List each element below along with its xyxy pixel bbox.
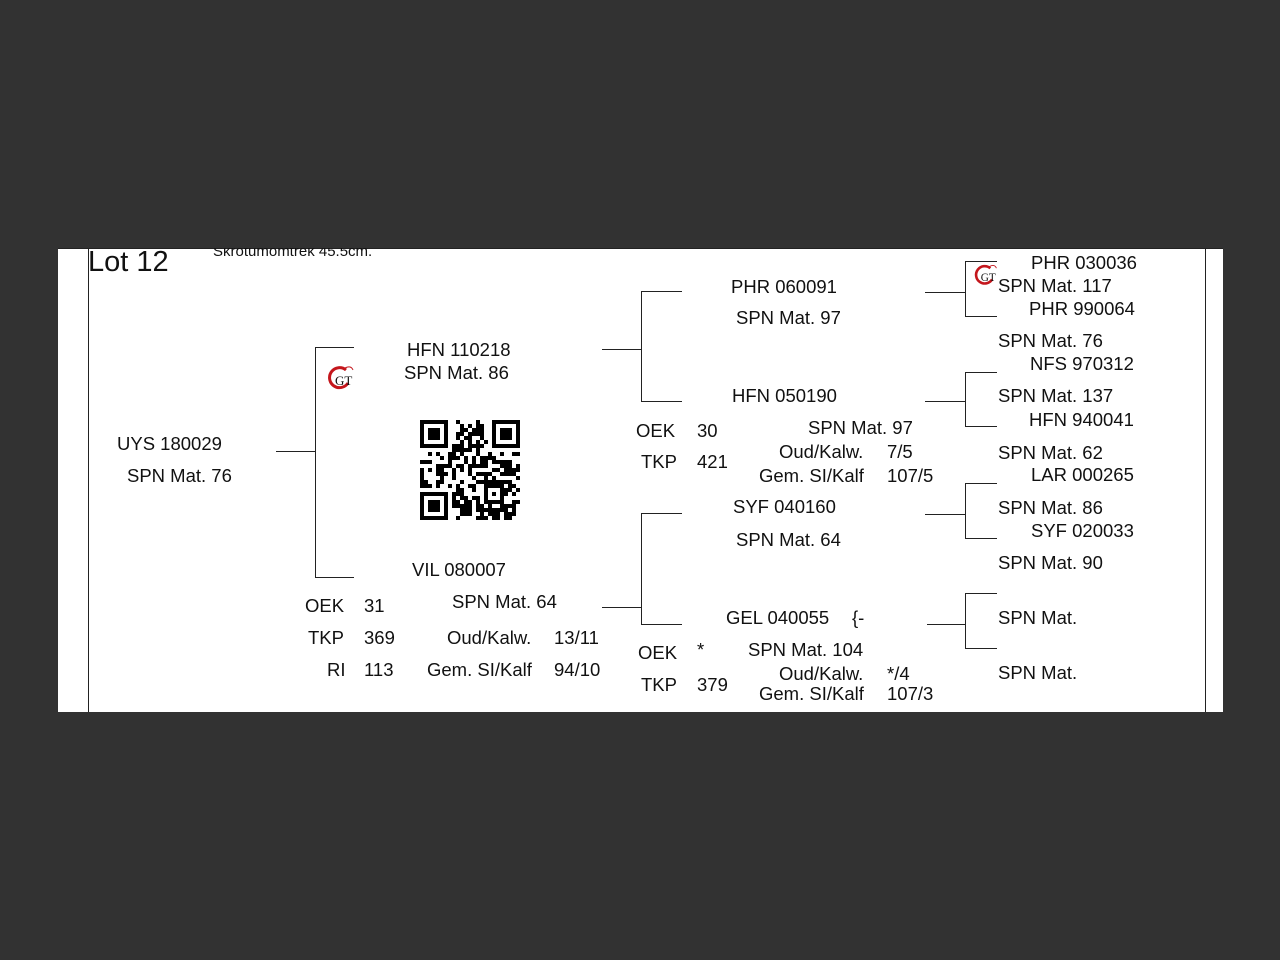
sire-dam-oek-label: OEK [636, 420, 676, 441]
gen3-sd-d-spn: SPN Mat. 62 [998, 442, 1103, 463]
gen3-dd-d-spn: SPN Mat. [998, 662, 1078, 683]
gen3-ss-d-id: PHR 990064 [1029, 298, 1135, 319]
connector [965, 261, 997, 262]
dam-sire-id: SYF 040160 [733, 496, 836, 517]
dam-id: VIL 080007 [412, 559, 506, 580]
gt-logo-icon: GT [973, 263, 999, 289]
dam-sire-spn: SPN Mat. 64 [736, 529, 841, 550]
dam-dam-oud: */4 [887, 663, 910, 684]
right-border [1205, 248, 1206, 712]
sire-id: HFN 110218 [407, 339, 511, 360]
connector [927, 624, 966, 625]
sire-spn: SPN Mat. 86 [404, 362, 509, 383]
sire-dam-gem: 107/5 [887, 465, 934, 486]
connector [965, 316, 997, 317]
connector [641, 401, 682, 402]
sire-sire-id: PHR 060091 [731, 276, 837, 297]
connector [315, 577, 354, 578]
gen3-ds-d-id: SYF 020033 [1031, 520, 1134, 541]
dam-dam-oud-label: Oud/Kalw. [779, 663, 864, 684]
dam-dam-oek: * [697, 639, 705, 660]
connector [965, 372, 997, 373]
connector [602, 607, 642, 608]
dam-dam-tkp-label: TKP [641, 674, 677, 695]
connector [965, 261, 966, 317]
svg-text:GT: GT [981, 272, 996, 284]
dam-dam-tkp: 379 [697, 674, 728, 695]
gen3-ss-d-spn: SPN Mat. 76 [998, 330, 1103, 351]
scrotum-note: Skrotumomtrek 45.5cm. [213, 248, 373, 260]
animal-spn: SPN Mat. 76 [127, 465, 232, 486]
connector [641, 513, 642, 625]
left-border [88, 248, 89, 712]
gen3-sd-s-id: NFS 970312 [1030, 353, 1134, 374]
sire-sire-spn: SPN Mat. 97 [736, 307, 841, 328]
svg-text:GT: GT [335, 373, 352, 388]
sire-dam-gem-label: Gem. SI/Kalf [759, 465, 864, 486]
connector [965, 483, 966, 539]
gen3-sd-s-spn: SPN Mat. 137 [998, 385, 1114, 406]
connector [965, 593, 997, 594]
sire-dam-oud: 7/5 [887, 441, 913, 462]
connector [965, 426, 997, 427]
dam-tkp-label: TKP [308, 627, 344, 648]
sire-dam-oud-label: Oud/Kalw. [779, 441, 864, 462]
sire-dam-tkp: 421 [697, 451, 728, 472]
connector [641, 291, 642, 402]
dam-dam-gem: 107/3 [887, 683, 934, 704]
sire-dam-tkp-label: TKP [641, 451, 677, 472]
connector [276, 451, 315, 452]
sire-dam-oek: 30 [697, 420, 718, 441]
connector [925, 514, 966, 515]
dam-spn: SPN Mat. 64 [452, 591, 557, 612]
connector [965, 372, 966, 427]
connector [965, 483, 997, 484]
sire-dam-id: HFN 050190 [732, 385, 837, 406]
dam-tkp: 369 [364, 627, 395, 648]
dam-dam-id: GEL 040055 [726, 607, 830, 628]
connector [925, 401, 966, 402]
dam-dam-mark: {- [852, 607, 865, 628]
dam-dam-spn: SPN Mat. 104 [748, 639, 864, 660]
gt-logo-icon: GT [326, 364, 356, 394]
dam-oek: 31 [364, 595, 385, 616]
connector [641, 624, 682, 625]
dam-gem-label: Gem. SI/Kalf [427, 659, 532, 680]
connector [315, 347, 316, 577]
connector [965, 538, 997, 539]
gen3-ss-s-spn: SPN Mat. 117 [998, 275, 1112, 296]
pedigree-document: Lot 12 Skrotumomtrek 45.5cm. UYS 180029 … [58, 248, 1223, 712]
top-border [58, 248, 1223, 249]
lot-title: Lot 12 [88, 248, 169, 278]
dam-oek-label: OEK [305, 595, 345, 616]
connector [925, 292, 966, 293]
qr-code [420, 420, 520, 520]
connector [965, 593, 966, 649]
gen3-ds-s-id: LAR 000265 [1031, 464, 1134, 485]
connector [641, 513, 682, 514]
gen3-ds-d-spn: SPN Mat. 90 [998, 552, 1103, 573]
connector [315, 347, 354, 348]
dam-dam-oek-label: OEK [638, 642, 678, 663]
dam-ri-label: RI [327, 659, 346, 680]
animal-id: UYS 180029 [117, 433, 222, 454]
gen3-dd-s-spn: SPN Mat. [998, 607, 1078, 628]
dam-oud: 13/11 [554, 627, 599, 648]
gen3-ds-s-spn: SPN Mat. 86 [998, 497, 1103, 518]
sire-dam-spn: SPN Mat. 97 [808, 417, 913, 438]
dam-dam-gem-label: Gem. SI/Kalf [759, 683, 864, 704]
connector [602, 349, 642, 350]
dam-ri: 113 [364, 659, 394, 680]
dam-gem: 94/10 [554, 659, 601, 680]
gen3-sd-d-id: HFN 940041 [1029, 409, 1134, 430]
connector [641, 291, 682, 292]
connector [965, 648, 997, 649]
gen3-ss-s-id: PHR 030036 [1031, 252, 1137, 273]
dam-oud-label: Oud/Kalw. [447, 627, 532, 648]
